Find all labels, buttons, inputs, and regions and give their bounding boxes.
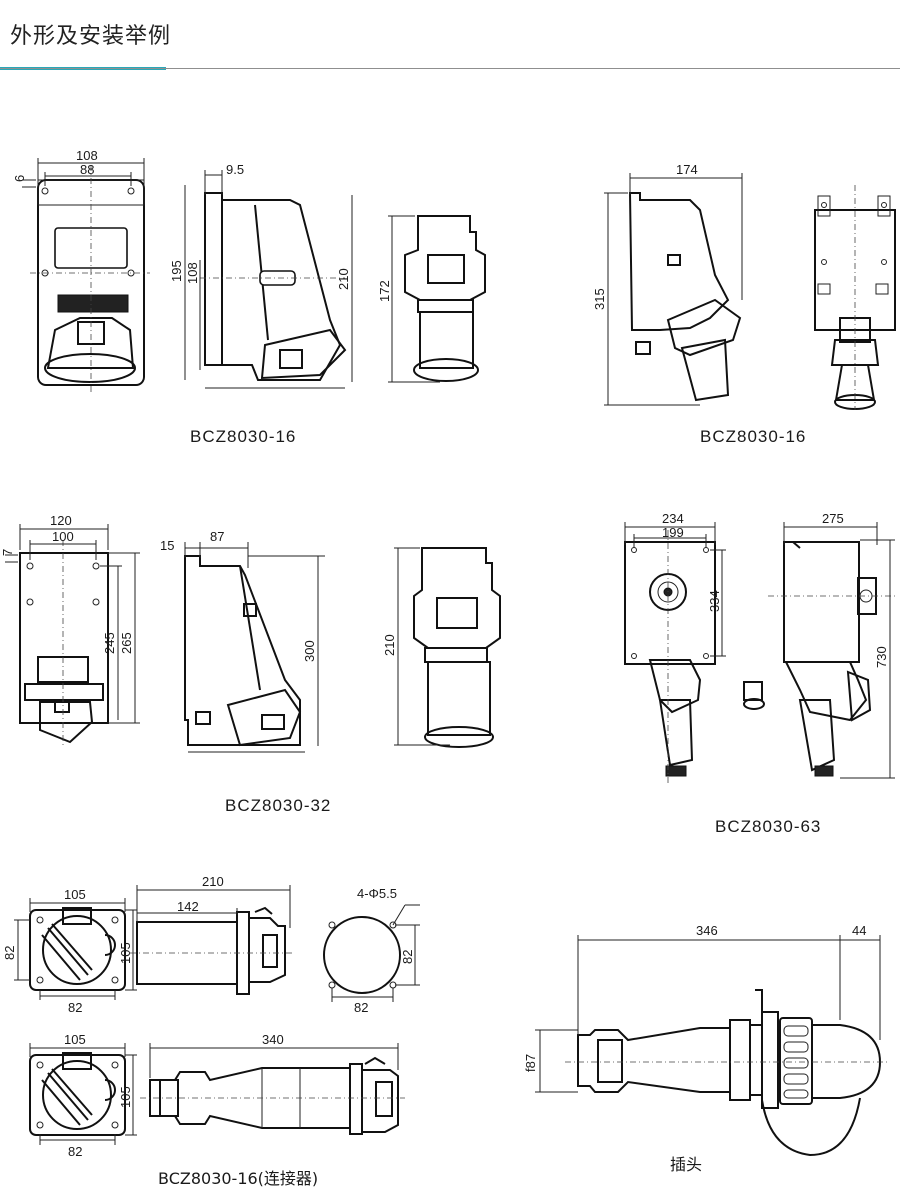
bcz-16-inclined-side-view: 174 315 [592,162,743,406]
page-title: 外形及安装举例 [10,24,172,49]
dim-flange-82-h-label: 82 [2,946,17,960]
dim-87-label: 87 [210,529,224,544]
dim-120-label: 120 [50,513,72,528]
dim-6-label: 6 [12,175,27,182]
caption-bcz8030-63: BCZ8030-63 [715,817,821,836]
dim-cutout-82-w-label: 82 [354,1000,368,1015]
dim-15-label: 15 [160,538,174,553]
bcz-16-front-view: 108 88 6 [12,148,150,392]
dim-108-side-label: 108 [185,262,200,284]
dim-210-socket-label: 210 [202,874,224,889]
dim-210-label: 210 [336,268,351,290]
dim-diameter-label: f87 [523,1054,538,1072]
caption-bcz8030-16-right: BCZ8030-16 [700,427,806,446]
dim-334-label: 334 [707,590,722,612]
panel-cutout-view: 4-Φ5.5 82 82 [323,886,420,1015]
bcz-32-plug-view: 210 [382,547,501,748]
connector-side-view: 340 [140,1032,405,1135]
dim-234-label: 234 [662,511,684,526]
dim-195-label: 195 [169,260,184,282]
plug-side-view: 346 44 f87 [523,923,890,1157]
dim-275-label: 275 [822,511,844,526]
connector-flange-top: 105 82 105 82 [2,887,137,1015]
dim-flange2-105-label: 105 [64,1032,86,1047]
bcz-32-front-view: 120 100 7 245 265 [0,513,140,745]
caption-bcz8030-32: BCZ8030-32 [225,796,331,815]
dim-245-label: 245 [102,632,117,654]
dim-346-label: 346 [696,923,718,938]
dim-100-label: 100 [52,529,74,544]
title-divider [0,68,900,69]
dim-172-label: 172 [377,280,392,302]
connector-flange-bottom: 105 105 82 [29,1032,137,1159]
dim-9-5-label: 9.5 [226,162,244,177]
bcz-32-side-view: 15 87 300 [160,529,325,753]
bcz-63-front-view: 234 199 334 [624,511,726,785]
dim-210-plug-label: 210 [382,634,397,656]
dim-108-label: 108 [76,148,98,163]
dim-265-label: 265 [119,632,134,654]
dim-730-label: 730 [874,646,889,668]
dim-flange-82-w-label: 82 [68,1000,82,1015]
dim-340-label: 340 [262,1032,284,1047]
dim-flange-105-label: 105 [64,887,86,902]
dim-44-label: 44 [852,923,866,938]
dim-flange2-105-h-label: 105 [118,1086,133,1108]
dim-7-label: 7 [0,549,15,556]
dim-174-label: 174 [676,162,698,177]
dim-315-label: 315 [592,288,607,310]
dim-flange-105-h-label: 105 [118,942,133,964]
bcz-16-side-view: 9.5 195 108 210 [169,162,353,389]
bcz-63-side-view: 275 730 [743,511,895,779]
caption-plug: 插头 [670,1155,702,1174]
caption-bcz8030-16-left: BCZ8030-16 [190,427,296,446]
dim-300-label: 300 [302,640,317,662]
bcz-16-rear-view [814,185,896,410]
panel-socket-side-view: 210 142 [130,874,292,995]
dim-142-label: 142 [177,899,199,914]
bcz-16-plug-view: 172 [377,215,486,383]
dim-88-label: 88 [80,162,94,177]
dim-199-label: 199 [662,525,684,540]
caption-bcz8030-16-connector: BCZ8030-16(连接器) [158,1169,318,1188]
dim-holes-label: 4-Φ5.5 [357,886,397,901]
dim-cutout-82-h-label: 82 [400,950,415,964]
dim-flange2-82-label: 82 [68,1144,82,1159]
